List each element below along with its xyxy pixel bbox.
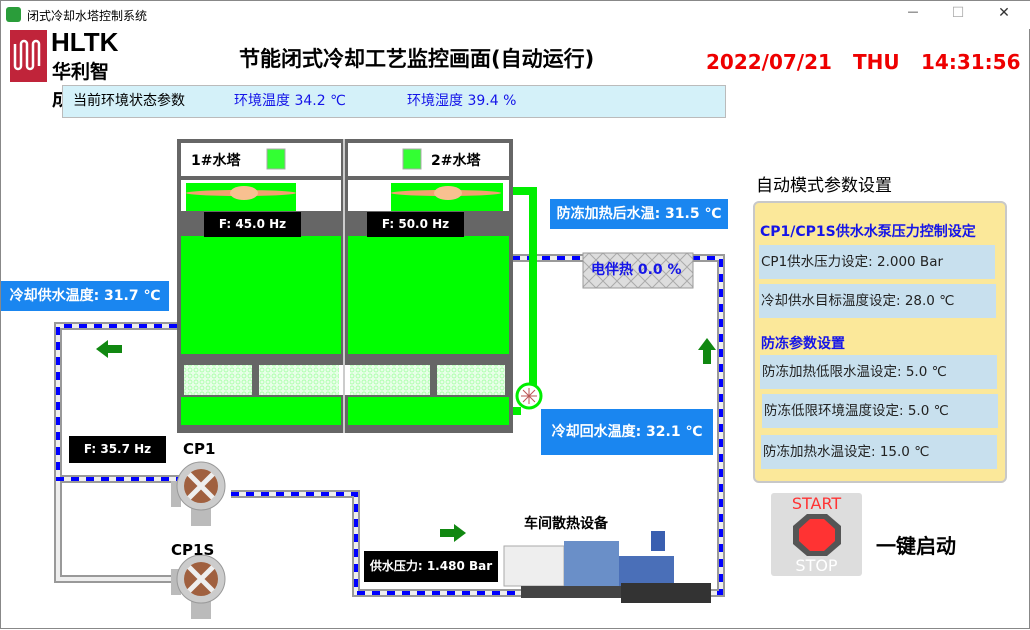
pressure-section-title: CP1/CP1S供水水泵压力控制设定 (760, 224, 976, 240)
settings-panel: CP1/CP1S供水水泵压力控制设定 CP1供水压力设定: 2.000 Bar … (753, 201, 1007, 483)
tower-2-frequency: F: 50.0 Hz (367, 212, 464, 237)
fan-icon (391, 186, 501, 200)
return-temp-label: 冷却回水温度: 32.1 ℃ (541, 409, 713, 455)
logo-mark-icon (10, 30, 47, 82)
pump-cp1-icon (171, 461, 226, 526)
tower-1-label: 1#水塔 (191, 153, 241, 169)
heater-box (582, 252, 694, 289)
setting-row[interactable]: 防冻低限环境温度设定: 5.0 ℃ (762, 394, 998, 428)
cooling-towers (177, 139, 513, 433)
equipment-label: 车间散热设备 (524, 516, 608, 532)
close-button[interactable]: ✕ (998, 5, 1010, 21)
setting-row[interactable]: 冷却供水目标温度设定: 28.0 ℃ (759, 284, 996, 318)
settings-title: 自动模式参数设置 (756, 176, 892, 196)
logo: HLTK 华利智成 (10, 27, 118, 110)
env-temperature: 环境温度 34.2 ℃ (234, 93, 346, 109)
heater-value: 电伴热 0.0 % (591, 262, 682, 278)
date: 2022/07/21 (706, 50, 832, 74)
one-key-start-label: 一键启动 (876, 534, 956, 558)
fan-icon (186, 186, 296, 200)
workshop-machine-icon (503, 531, 711, 603)
setting-row[interactable]: 防冻加热低限水温设定: 5.0 ℃ (760, 355, 997, 389)
start-stop-button[interactable]: START STOP (771, 493, 862, 576)
weekday: THU (853, 50, 900, 74)
setting-row[interactable]: 防冻加热水温设定: 15.0 ℃ (761, 435, 997, 469)
env-label: 当前环境状态参数 (73, 93, 185, 109)
setting-row[interactable]: CP1供水压力设定: 2.000 Bar (759, 245, 995, 279)
time: 14:31:56 (921, 50, 1021, 74)
maximize-button[interactable]: ☐ (951, 5, 965, 21)
tower-2-label: 2#水塔 (431, 153, 481, 169)
stop-octagon-icon (792, 514, 841, 556)
env-humidity: 环境湿度 39.4 % (407, 93, 517, 109)
motor-icon (266, 148, 286, 170)
app-icon (6, 7, 21, 22)
antifreeze-temp-label: 防冻加热后水温: 31.5 ℃ (550, 199, 728, 229)
logo-brand: HLTK (51, 27, 119, 57)
pump-cp1s-label: CP1S (171, 541, 215, 559)
antifreeze-section-title: 防冻参数设置 (761, 336, 845, 352)
pump-frequency: F: 35.7 Hz (69, 436, 166, 463)
stop-label: STOP (795, 556, 838, 575)
window-title: 闭式冷却水塔控制系统 (27, 9, 148, 23)
flow-arrow-icon (96, 338, 716, 542)
pump-cp1-label: CP1 (183, 440, 216, 458)
minimize-button[interactable]: — (907, 5, 919, 18)
pump-cp1s-icon (171, 554, 226, 619)
supply-temp-label: 冷却供水温度: 31.7 ℃ (1, 281, 169, 311)
page-title: 节能闭式冷却工艺监控画面(自动运行) (239, 47, 595, 71)
start-label: START (791, 494, 842, 513)
title-bar: 闭式冷却水塔控制系统 — ☐ ✕ (1, 1, 1030, 29)
environment-bar: 当前环境状态参数 环境温度 34.2 ℃ 环境湿度 39.4 % (62, 85, 726, 118)
circulation-pump-icon (515, 382, 543, 410)
supply-pressure: 供水压力: 1.480 Bar (364, 551, 498, 582)
tower-1-frequency: F: 45.0 Hz (204, 212, 301, 237)
motor-icon (402, 148, 422, 170)
